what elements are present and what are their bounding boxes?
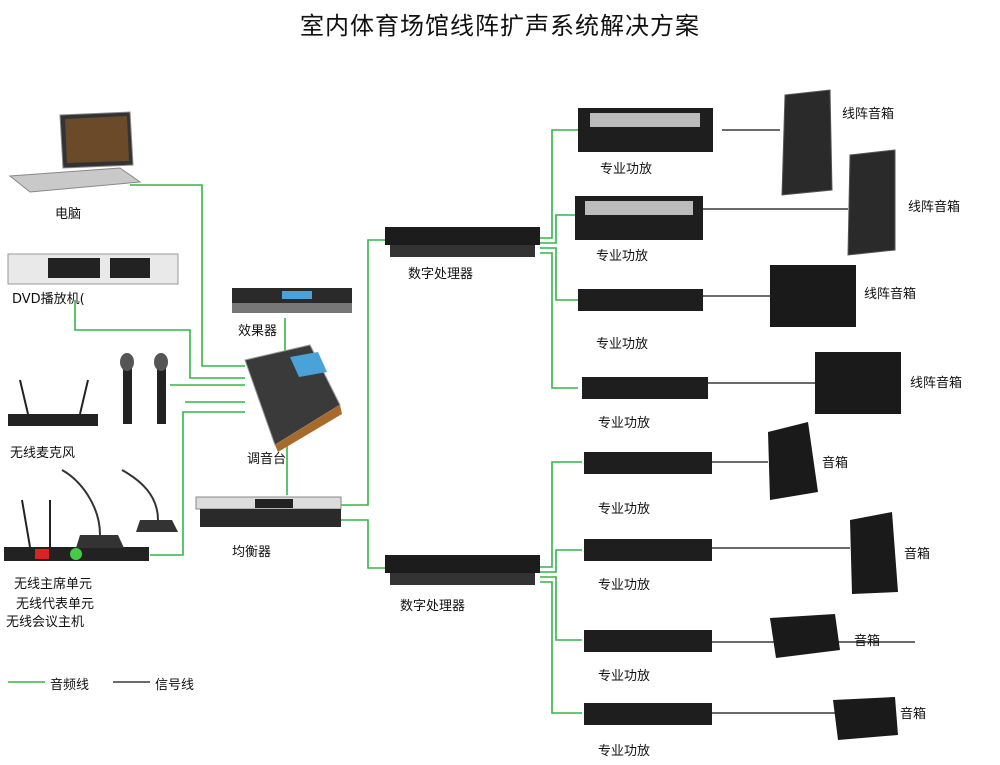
processor-2-icon <box>385 555 540 585</box>
label-amp-7: 专业功放 <box>598 669 651 684</box>
label-amp-1: 专业功放 <box>600 162 653 177</box>
label-amp-6: 专业功放 <box>598 578 651 593</box>
legend-audio-line: 音频线 <box>50 678 90 693</box>
label-amp-8: 专业功放 <box>598 744 651 759</box>
label-equalizer: 均衡器 <box>232 545 272 560</box>
label-speaker-5: 音箱 <box>822 456 849 471</box>
equalizer-icon <box>195 496 342 527</box>
label-amp-4: 专业功放 <box>598 416 651 431</box>
speaker-icons <box>768 89 901 740</box>
label-speaker-3: 线阵音箱 <box>864 287 917 302</box>
processor-1-icon <box>385 227 540 257</box>
effects-unit-icon <box>232 288 352 313</box>
legend-signal-line: 信号线 <box>155 678 195 693</box>
wireless-mic-icon <box>8 353 168 426</box>
label-speaker-4: 线阵音箱 <box>910 376 963 391</box>
label-delegate-unit: 无线代表单元 <box>16 597 95 612</box>
label-processor-2: 数字处理器 <box>400 599 466 614</box>
label-conference-host: 无线会议主机 <box>6 615 85 630</box>
label-amp-3: 专业功放 <box>596 337 649 352</box>
label-speaker-1: 线阵音箱 <box>842 107 895 122</box>
audio-wires <box>8 129 582 714</box>
mixer-icon <box>244 344 342 452</box>
label-speaker-8: 音箱 <box>900 707 927 722</box>
label-effects: 效果器 <box>238 324 278 339</box>
label-speaker-2: 线阵音箱 <box>908 200 961 215</box>
label-processor-1: 数字处理器 <box>408 267 474 282</box>
label-wireless-mic: 无线麦克风 <box>10 446 76 461</box>
label-pc: 电脑 <box>55 207 82 222</box>
laptop-icon <box>8 111 142 193</box>
dvd-player-icon <box>7 253 179 285</box>
label-amp-2: 专业功放 <box>596 249 649 264</box>
label-speaker-6: 音箱 <box>904 547 931 562</box>
label-speaker-7: 音箱 <box>854 634 881 649</box>
page-title: 室内体育场馆线阵扩声系统解决方案 <box>300 12 700 40</box>
label-mixer: 调音台 <box>247 452 287 467</box>
conference-system-icon <box>4 469 178 561</box>
label-amp-5: 专业功放 <box>598 502 651 517</box>
amplifier-icons <box>575 108 713 725</box>
label-dvd: DVD播放机( <box>12 292 85 307</box>
label-chairman-unit: 无线主席单元 <box>14 577 93 592</box>
